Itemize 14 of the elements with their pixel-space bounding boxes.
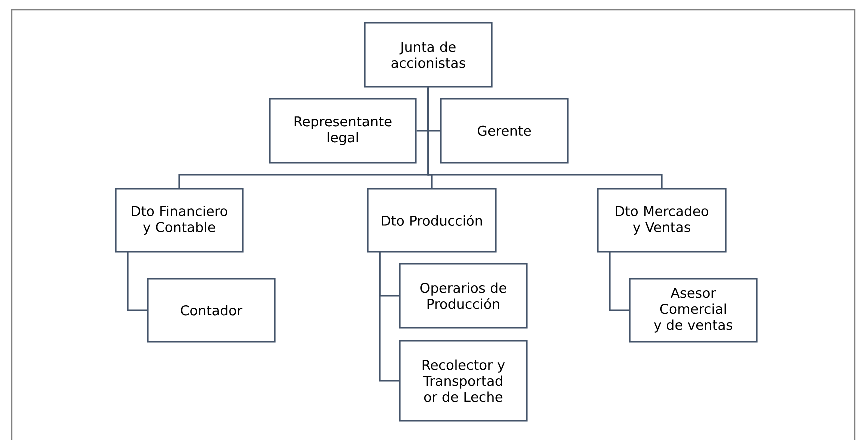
org-box: Gerente (440, 98, 569, 164)
connector-line (127, 252, 148, 312)
org-box: Representante legal (269, 98, 417, 164)
org-box: Contador (147, 278, 276, 343)
org-box: Dto Financiero y Contable (115, 188, 244, 253)
org-box: Junta de accionistas (364, 22, 493, 88)
connector-line (609, 252, 630, 312)
org-box: Recolector y Transportad or de Leche (399, 340, 528, 422)
connector-line (379, 252, 400, 382)
org-box: Operarios de Producción (399, 263, 528, 329)
connector-line (428, 88, 663, 188)
org-box: Dto Producción (367, 188, 497, 253)
org-box: Asesor Comercial y de ventas (629, 278, 758, 343)
org-box: Dto Mercadeo y Ventas (597, 188, 727, 253)
